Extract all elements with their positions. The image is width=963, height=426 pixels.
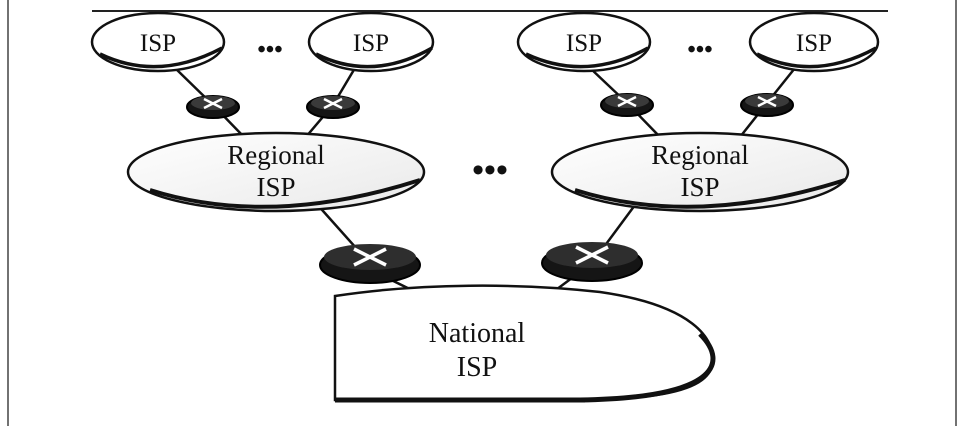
isp-label: ISP: [353, 30, 389, 57]
router-icon-large-left: [319, 244, 421, 284]
ellipsis-top-right: •••: [687, 37, 712, 63]
ellipsis-middle: •••: [472, 152, 508, 189]
regional-label-line1: Regional: [227, 140, 324, 170]
national-label-line2: ISP: [457, 352, 497, 383]
isp-node-left-1: ISP: [90, 11, 226, 73]
regional-label-line2: ISP: [256, 172, 295, 202]
isp-label: ISP: [566, 30, 602, 57]
regional-label-line2: ISP: [680, 172, 719, 202]
isp-node-left-2: ISP: [307, 11, 435, 73]
router-icon-large-right: [541, 242, 643, 282]
router-icon-small-left-2: [306, 95, 360, 119]
isp-label: ISP: [796, 30, 832, 57]
router-icon-small-left-1: [186, 95, 240, 119]
national-isp-node: National ISP: [333, 284, 716, 403]
regional-isp-node-left: Regional ISP: [126, 131, 426, 213]
router-icon-small-right-2: [740, 93, 794, 117]
isp-node-right-2: ISP: [748, 11, 880, 73]
isp-node-right-1: ISP: [516, 11, 652, 73]
regional-label-line1: Regional: [651, 140, 748, 170]
national-label-line1: National: [429, 318, 526, 349]
isp-label: ISP: [140, 30, 176, 57]
ellipsis-top-left: •••: [257, 37, 282, 63]
router-icon-small-right-1: [600, 93, 654, 117]
regional-isp-node-right: Regional ISP: [550, 131, 850, 213]
